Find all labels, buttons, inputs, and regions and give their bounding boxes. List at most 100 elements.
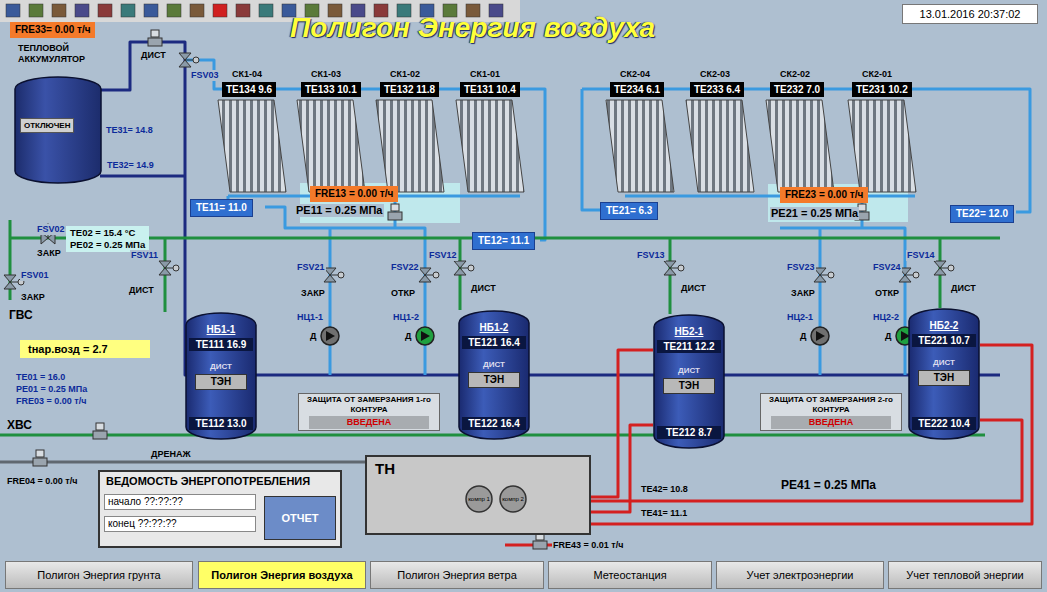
tag-label: Д xyxy=(799,331,807,342)
circuit-pipe xyxy=(780,200,905,375)
tag-label: ЗАКР xyxy=(790,288,816,299)
value-text: TE233 6.4 xyxy=(694,83,740,96)
collector-readout: СК1-02TE132 11.8 xyxy=(380,82,439,97)
temperature-readout: TE12= 11.1 xyxy=(472,232,535,250)
compressor-shape xyxy=(466,486,492,512)
value-text: TE02 = 15.4 °C xyxy=(70,227,145,239)
value-text: ОТЧЕТ xyxy=(281,512,318,524)
value-text: НБ1-2 xyxy=(458,322,530,333)
value-text: TE122 16.4 xyxy=(462,417,526,430)
value-text: 13.01.2016 20:37:02 xyxy=(909,8,1031,20)
status-flag: ВВЕДЕНА xyxy=(309,416,429,429)
heater-box: ДИСТ ТЭН xyxy=(464,360,524,388)
collector-panel xyxy=(297,100,365,192)
value-text: FRE13 = 0.00 т/ч xyxy=(315,187,393,201)
storage-tank: НБ2-1TE211 12.2TE212 8.7 ДИСТ ТЭН xyxy=(653,314,725,449)
value-text: ТЭН xyxy=(195,374,247,390)
heat-pump-pipe xyxy=(591,425,653,512)
value-text: tнар.возд = 2.7 xyxy=(28,342,142,356)
tag-label: FSV23 xyxy=(786,262,816,273)
value-text: ВВЕДЕНА xyxy=(309,416,429,429)
toolbar-icon xyxy=(121,4,135,17)
value-text: TE212 8.7 xyxy=(657,426,721,439)
toolbar-icon xyxy=(236,4,250,17)
value-text: СК1-02 xyxy=(390,69,420,80)
value-text: ТЭН xyxy=(663,378,715,394)
temperature-readout: TE11= 11.0 xyxy=(190,199,253,217)
value-text: ДИСТ xyxy=(659,366,719,376)
value-text: TE231 10.2 xyxy=(856,83,908,96)
tag-label: ДИСТ xyxy=(680,283,707,294)
value-text: ЗАЩИТА ОТ ЗАМЕРЗАНИЯ 1-го КОНТУРА xyxy=(301,395,437,415)
value-text: НБ2-1 xyxy=(653,326,725,337)
tag-label: НЦ2-2 xyxy=(872,312,900,323)
value-text: TE11= 11.0 xyxy=(196,201,247,215)
collector-panel xyxy=(606,100,674,192)
value-text: Метеостанция xyxy=(593,569,666,581)
date-time: 13.01.2016 20:37:02 xyxy=(902,4,1038,24)
time-field: конец ??:??:?? xyxy=(104,516,256,532)
collector-panel xyxy=(766,100,834,192)
tag-label: ДИСТ xyxy=(950,283,977,294)
value-text: СК1-03 xyxy=(311,69,341,80)
tag-label: FRE03 = 0.00 т/ч xyxy=(15,396,87,407)
collector-readout: СК1-01TE131 10.4 xyxy=(460,82,520,97)
heater-box: ДИСТТЭН xyxy=(914,358,974,386)
toolbar-icon xyxy=(6,4,20,17)
heat-accumulator: ТЕПЛОВОЙ АККУМУЛЯТОРОТКЛЮЧЕН xyxy=(14,76,102,184)
value-text: TE133 10.1 xyxy=(305,83,357,96)
value-text: Учет электроэнергии xyxy=(747,569,854,581)
tag-label: TE01 = 16.0 xyxy=(15,372,66,383)
value-text: TE211 12.2 xyxy=(657,340,721,353)
collector-readout: СК2-04TE234 6.1 xyxy=(610,82,664,97)
tag-label: PE41 = 0.25 МПа xyxy=(780,478,877,492)
tag-label: FSV11 xyxy=(130,250,159,261)
nav-button: Полигон Энергия ветра xyxy=(370,561,544,589)
frost-protection: ЗАЩИТА ОТ ЗАМЕРЗАНИЯ 2-го КОНТУРАВВЕДЕНА xyxy=(760,393,902,431)
tag-label: ДРЕНАЖ xyxy=(150,449,192,460)
value-text: ДИСТ xyxy=(464,360,524,370)
nav-button: Полигон Энергия грунта xyxy=(5,561,193,589)
collector-panel xyxy=(848,100,916,192)
toolbar-icon xyxy=(213,4,227,17)
heater-box: ДИСТ ТЭН xyxy=(191,362,251,390)
tag-label: PE21 = 0.25 МПа xyxy=(770,207,859,220)
solar-collectors xyxy=(218,100,916,192)
compressor-circle: компр 1 xyxy=(465,485,493,513)
value-text: TE131 10.4 xyxy=(464,83,516,96)
tank-outline xyxy=(15,77,101,183)
value-text: TE221 10.7 xyxy=(912,334,976,347)
tag-label: FRE43 = 0.01 т/ч xyxy=(552,540,624,551)
value-text: TE112 13.0 xyxy=(189,417,253,430)
value-text: компр 1 xyxy=(468,496,490,503)
toolbar-icon xyxy=(144,4,158,17)
value-text: Учет тепловой энергии xyxy=(906,569,1023,581)
energy-report: ВЕДОМОСТЬ ЭНЕРГОПОТРЕБЛЕНИЯначало ??:??:… xyxy=(98,470,342,548)
value-text: СК2-04 xyxy=(620,69,650,80)
tag-label: FRE04 = 0.00 т/ч xyxy=(6,476,78,487)
value-text: СК2-02 xyxy=(780,69,810,80)
report-button: ОТЧЕТ xyxy=(264,496,336,540)
tag-label: ДИСТ xyxy=(128,285,155,296)
tag-label: ХВС xyxy=(6,418,33,432)
value-text: ДИСТ xyxy=(191,362,251,372)
value-text: ТЭН xyxy=(468,372,520,388)
value-text: TE21= 6.3 xyxy=(606,204,652,218)
tag-label: Д xyxy=(884,331,892,342)
tag-label: ОТКР xyxy=(390,288,416,299)
tag-label: ДИСТ xyxy=(140,50,167,61)
screen-title: Полигон Энергия воздуха xyxy=(290,12,655,44)
tag-label: ЗАКР xyxy=(300,288,326,299)
tag-label: НЦ2-1 xyxy=(786,312,814,323)
tag-label: FSV12 xyxy=(428,250,458,261)
tag-label: НЦ1-2 xyxy=(392,312,420,323)
collector-panel xyxy=(456,100,524,192)
tag-label: FSV14 xyxy=(906,250,936,261)
circuit-pipe xyxy=(265,200,425,375)
nav-button: Полигон Энергия воздуха xyxy=(198,561,366,589)
heat-pump: ТНкомпр 1компр 2 xyxy=(365,455,591,535)
storage-tank: НБ2-2TE221 10.7TE222 10.4ДИСТТЭН xyxy=(908,308,980,440)
toolbar-icon xyxy=(259,4,273,17)
dark-pipe xyxy=(100,175,185,178)
